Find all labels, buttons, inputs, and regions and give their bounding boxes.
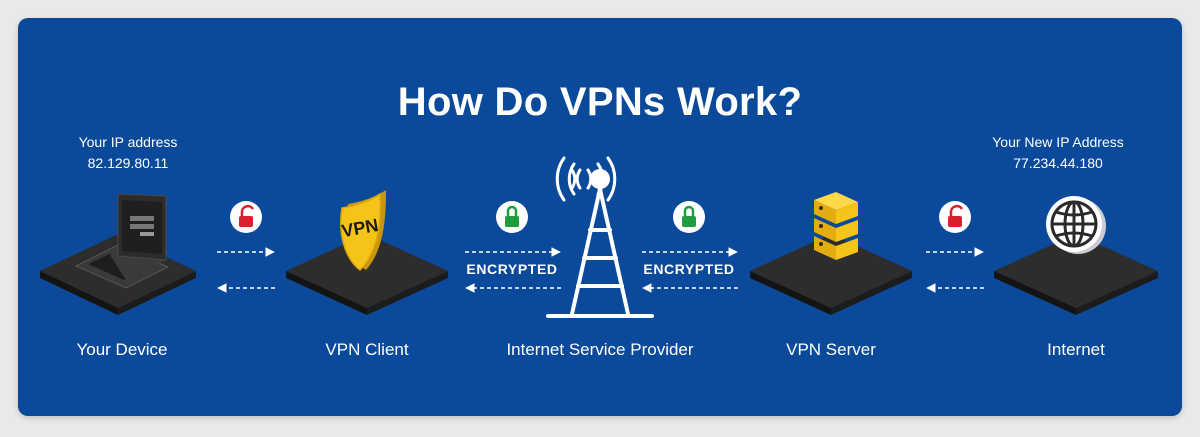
original-ip-value: 82.129.80.11 [87, 155, 169, 171]
radio-tower-icon [546, 156, 654, 318]
vpn-server-platform [750, 234, 912, 315]
your-device-label: Your Device [76, 340, 168, 359]
vpn-server-node [750, 192, 912, 315]
internet-platform [994, 234, 1158, 315]
globe-icon [1046, 196, 1106, 254]
isp-node [546, 156, 654, 318]
your-device-node [40, 193, 196, 315]
locked-padlock-icon [496, 201, 528, 233]
vpn-shield-icon: VPN [340, 190, 386, 271]
internet-node [994, 196, 1158, 315]
encrypted-label: ENCRYPTED [466, 261, 558, 277]
link-server-internet [926, 201, 984, 293]
server-rack-icon [814, 192, 858, 260]
isp-label: Internet Service Provider [506, 340, 694, 359]
new-ip-block: Your New IP Address 77.234.44.180 [958, 132, 1158, 174]
unlocked-padlock-icon [230, 201, 262, 233]
link-client-isp [465, 201, 561, 293]
locked-padlock-icon [673, 201, 705, 233]
vpn-client-label: VPN Client [325, 340, 409, 359]
original-ip-label: Your IP address [78, 134, 178, 150]
vpn-client-platform [286, 234, 448, 315]
vpn-server-label: VPN Server [786, 340, 876, 359]
diagram-artwork: VPN [40, 156, 1158, 318]
link-device-client [217, 201, 275, 293]
internet-label: Internet [1047, 340, 1105, 359]
new-ip-value: 77.234.44.180 [1013, 155, 1103, 171]
original-ip-block: Your IP address 82.129.80.11 [28, 132, 228, 174]
new-ip-label: Your New IP Address [992, 134, 1124, 150]
unlocked-padlock-icon [939, 201, 971, 233]
link-isp-server [642, 201, 738, 293]
vpn-diagram-card: How Do VPNs Work? Your IP address 82.129… [18, 18, 1182, 416]
encrypted-label: ENCRYPTED [643, 261, 735, 277]
vpn-client-node: VPN [286, 190, 448, 315]
laptop-icon [74, 193, 170, 289]
diagram-title: How Do VPNs Work? [397, 80, 803, 124]
